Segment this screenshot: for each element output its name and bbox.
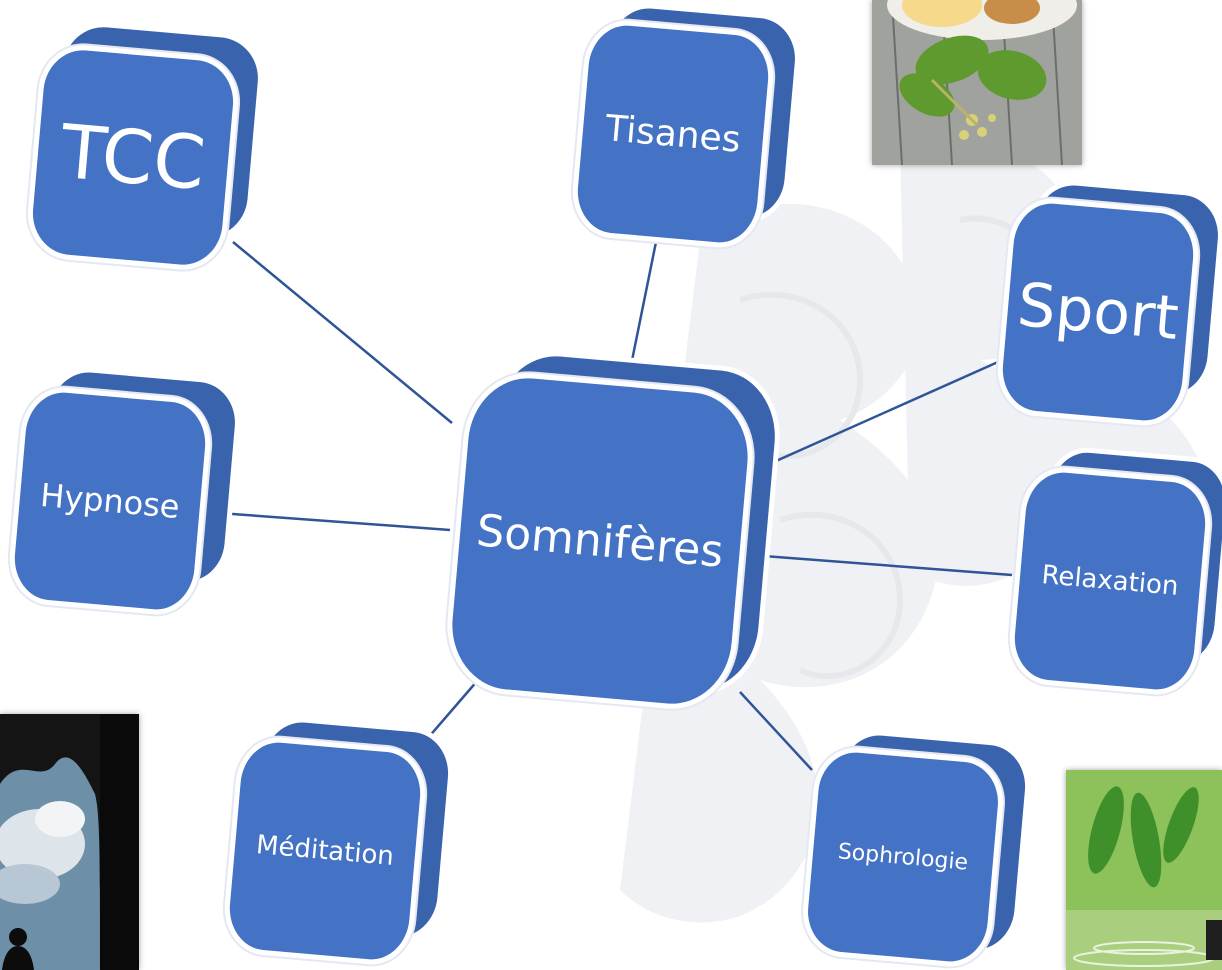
node-center-label: Somnifères — [474, 504, 726, 578]
node-relaxation-label: Relaxation — [1040, 560, 1180, 602]
connector-hypnose — [204, 510, 451, 532]
photo-herbal-tea — [872, 0, 1082, 165]
node-sport: Sport — [993, 195, 1203, 429]
node-relaxation: Relaxation — [1005, 464, 1215, 698]
node-center: Somnifères — [441, 367, 759, 715]
node-hypnose-label: Hypnose — [38, 475, 182, 527]
node-hypnose: Hypnose — [5, 384, 215, 618]
node-tisanes: Tisanes — [568, 17, 778, 251]
connector-sophrologie — [739, 691, 813, 771]
node-tcc: TCC — [24, 41, 242, 274]
photo-green-leaves — [1066, 770, 1222, 970]
connector-relaxation — [737, 552, 1013, 577]
node-meditation: Méditation — [220, 734, 430, 968]
node-sophrologie-label: Sophrologie — [836, 838, 970, 876]
connector-tcc — [232, 241, 453, 424]
photo-meditation — [0, 714, 139, 970]
node-tisanes-label: Tisanes — [603, 107, 743, 161]
node-sport-label: Sport — [1014, 270, 1182, 354]
node-sophrologie: Sophrologie — [799, 744, 1007, 970]
connector-sport — [737, 360, 999, 480]
node-meditation-label: Méditation — [254, 830, 396, 872]
node-tcc-label: TCC — [57, 108, 209, 207]
